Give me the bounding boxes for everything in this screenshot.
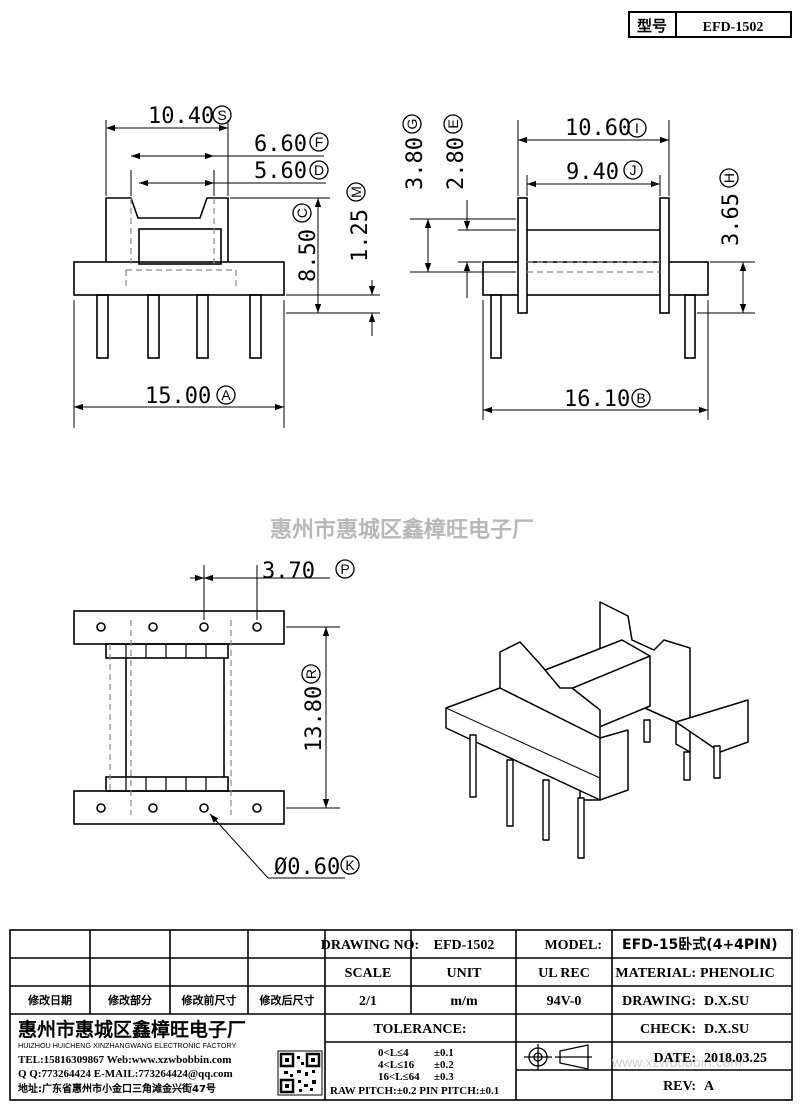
dim-code-D: D bbox=[314, 162, 324, 178]
drawing-label: DRAWING: bbox=[622, 994, 696, 1009]
dim-code-A: A bbox=[221, 387, 231, 403]
material-value: PHENOLIC bbox=[700, 966, 775, 981]
rev-label: REV: bbox=[663, 1079, 696, 1094]
title-block-text: DRAWING NO: EFD-1502 MODEL: EFD-15卧式(4+4… bbox=[18, 936, 778, 1097]
tolerance-value-3: ±0.3 bbox=[434, 1071, 454, 1083]
top-view bbox=[73, 565, 345, 879]
drawing-no-label: DRAWING NO: bbox=[321, 938, 419, 953]
side-view bbox=[410, 120, 755, 420]
dim-code-F: F bbox=[315, 134, 324, 150]
dim-value-J: 9.40 bbox=[566, 160, 619, 185]
tolerance-range-2: 4<L≤16 bbox=[378, 1059, 415, 1071]
dim-code-I: I bbox=[635, 120, 639, 136]
company-name-cn: 惠州市惠城区鑫樟旺电子厂 bbox=[18, 1018, 246, 1041]
tolerance-range-3: 16<L≤64 bbox=[378, 1071, 420, 1083]
drawing-no-value: EFD-1502 bbox=[434, 938, 495, 953]
header-box: 型号 EFD-1502 bbox=[628, 11, 792, 38]
rev-header-after: 修改后尺寸 bbox=[259, 993, 315, 1007]
company-qq: Q Q:773264424 E-MAIL:773264424@qq.com bbox=[18, 1068, 233, 1080]
header-model: EFD-1502 bbox=[703, 20, 764, 35]
dim-code-C: C bbox=[294, 208, 310, 218]
dim-code-E: E bbox=[445, 119, 461, 128]
ul-value: 94V-0 bbox=[547, 994, 582, 1009]
date-value: 2018.03.25 bbox=[704, 1051, 767, 1066]
tolerance-value-2: ±0.2 bbox=[434, 1059, 454, 1071]
dim-value-A: 15.00 bbox=[145, 384, 211, 409]
model-value: EFD-15卧式(4+4PIN) bbox=[622, 936, 778, 953]
title-block bbox=[9, 929, 793, 1101]
drawing-value: D.X.SU bbox=[704, 994, 749, 1009]
check-label: CHECK: bbox=[640, 1022, 696, 1037]
dim-code-J: J bbox=[630, 162, 637, 178]
header-label: 型号 bbox=[637, 17, 667, 35]
scale-value: 2/1 bbox=[359, 994, 377, 1009]
website-watermark: www.xzwbobbin.com bbox=[611, 1054, 742, 1070]
side-view-labels: 3.80 G 2.80 E 10.60 I 9.40 J 3.65 H 16.1… bbox=[402, 114, 744, 412]
dim-code-R: R bbox=[303, 669, 319, 679]
dim-code-H: H bbox=[721, 173, 737, 183]
rev-header-before: 修改前尺寸 bbox=[181, 993, 237, 1007]
unit-value: m/m bbox=[450, 994, 478, 1009]
dim-code-K: K bbox=[345, 857, 355, 873]
dim-value-D: 5.60 bbox=[254, 159, 307, 184]
model-label: MODEL: bbox=[544, 938, 602, 953]
isometric-view bbox=[445, 601, 749, 859]
dim-code-M: M bbox=[348, 186, 364, 198]
dim-value-E: 2.80 bbox=[444, 137, 469, 190]
company-address: 地址:广东省惠州市小金口三角滩金兴街47号 bbox=[18, 1082, 216, 1095]
front-view bbox=[73, 120, 380, 428]
pitch-note: RAW PITCH:±0.2 PIN PITCH:±0.1 bbox=[330, 1085, 499, 1097]
dim-value-B: 16.10 bbox=[564, 387, 630, 412]
unit-label: UNIT bbox=[446, 966, 482, 981]
projection-symbol-icon bbox=[524, 1044, 592, 1070]
rev-value: A bbox=[704, 1079, 715, 1094]
dim-code-G: G bbox=[404, 119, 420, 130]
dim-value-H: 3.65 bbox=[719, 193, 744, 246]
check-value: D.X.SU bbox=[704, 1022, 749, 1037]
dim-value-I: 10.60 bbox=[565, 116, 631, 141]
dim-code-B: B bbox=[636, 390, 645, 406]
scale-label: SCALE bbox=[345, 966, 392, 981]
dim-code-S: S bbox=[217, 107, 226, 123]
dim-code-P: P bbox=[340, 561, 349, 577]
tolerance-value-1: ±0.1 bbox=[434, 1047, 454, 1059]
front-view-labels: 10.40 S 6.60 F 5.60 D 8.50 C 1.25 M 15.0… bbox=[145, 104, 373, 409]
dim-value-F: 6.60 bbox=[254, 132, 307, 157]
dim-value-P: 3.70 bbox=[262, 559, 315, 584]
rev-header-part: 修改部分 bbox=[107, 993, 152, 1007]
rev-header-date: 修改日期 bbox=[27, 993, 72, 1007]
tolerance-range-1: 0<L≤4 bbox=[378, 1047, 409, 1059]
top-view-labels: 3.70 P 13.80 R Ø0.60 K bbox=[262, 559, 360, 880]
tolerance-label: TOLERANCE: bbox=[373, 1022, 466, 1037]
qr-code-icon bbox=[277, 1050, 323, 1096]
watermark: 惠州市惠城区鑫樟旺电子厂 bbox=[270, 517, 534, 543]
company-tel: TEL:15816309867 Web:www.xzwbobbin.com bbox=[18, 1054, 231, 1066]
ul-label: UL REC bbox=[538, 966, 590, 981]
dim-value-C: 8.50 bbox=[296, 229, 321, 282]
dim-value-S: 10.40 bbox=[148, 104, 214, 129]
date-label: DATE: bbox=[653, 1051, 696, 1066]
dim-value-K: Ø0.60 bbox=[274, 855, 340, 880]
company-name-en: HUIZHOU HUICHENG XINZHANGWANG ELECTRONIC… bbox=[18, 1041, 237, 1050]
dim-value-G: 3.80 bbox=[403, 137, 428, 190]
dim-value-M: 1.25 bbox=[348, 209, 373, 262]
material-label: MATERIAL: bbox=[615, 966, 696, 981]
dim-value-R: 13.80 bbox=[302, 686, 327, 752]
